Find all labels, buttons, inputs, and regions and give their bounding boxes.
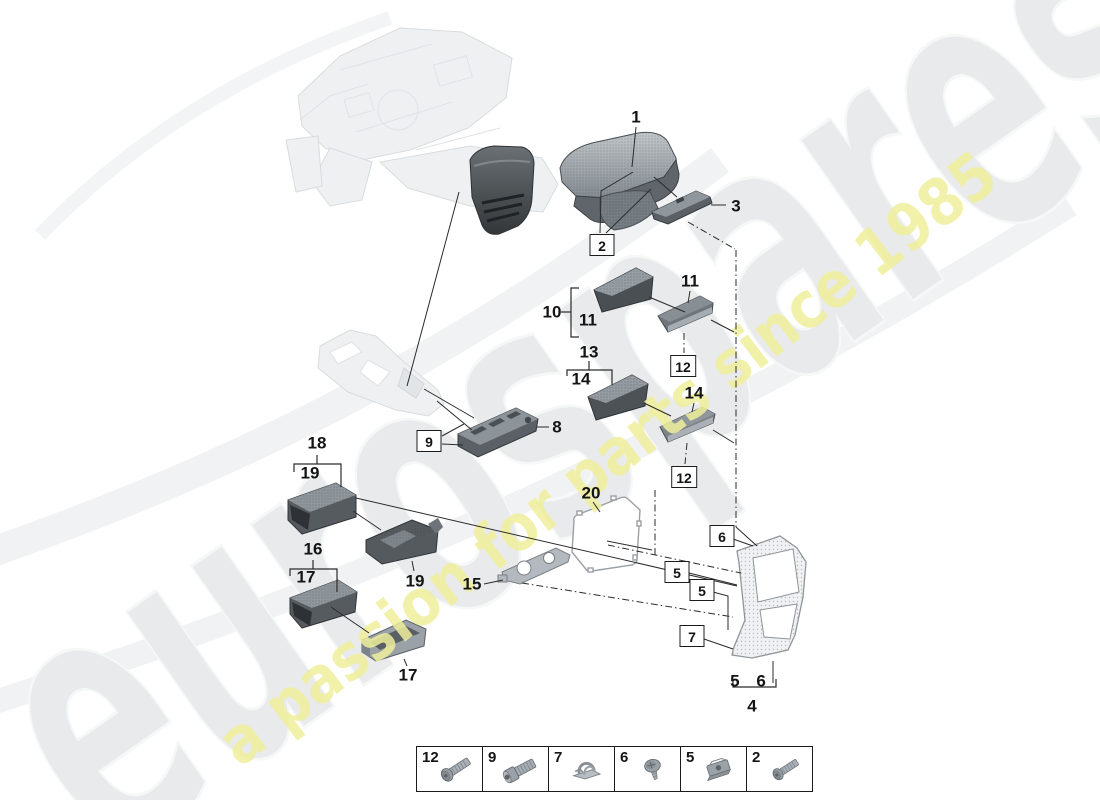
legend-number: 2 [752, 749, 761, 766]
callout-19-center: 19 [405, 571, 425, 591]
part-11-trim-right [657, 295, 714, 333]
legend-cell-9: 9 [483, 747, 549, 791]
boxed-callout-6: 6 [709, 525, 735, 547]
console-rear-vent-part [469, 145, 535, 235]
ghost-dashboard-assembly [285, 27, 559, 213]
group-brackets [289, 287, 777, 688]
legend-number: 5 [686, 749, 695, 766]
callout-8: 8 [552, 417, 562, 437]
part-20-panel [571, 495, 642, 573]
callout-14-right: 14 [684, 383, 704, 403]
parts-layer [287, 131, 807, 662]
callout-4: 4 [747, 696, 757, 716]
ghost-console-carrier [317, 329, 445, 417]
callout-11-left: 11 [579, 310, 597, 330]
legend-cell-7: 7 [549, 747, 615, 791]
cheese-head-screw-icon [440, 757, 471, 782]
boxed-callout-12-upper: 12 [670, 355, 696, 377]
callout-14-left: 14 [571, 369, 591, 389]
part-19-bracket [365, 518, 443, 565]
legend-cell-12: 12 [417, 747, 483, 791]
legend-cell-2: 2 [747, 747, 812, 791]
part-14-strip [659, 406, 716, 443]
callout-19-upper: 19 [300, 463, 320, 483]
callout-13: 13 [579, 342, 599, 362]
legend-number: 7 [554, 749, 563, 766]
part-13-trim [587, 374, 649, 421]
part-19-storage-box [287, 482, 357, 535]
socket-head-bolt-icon [502, 758, 536, 784]
part-16-storage-box [289, 579, 358, 629]
boxed-callout-5-lower: 5 [689, 579, 715, 601]
legend-number: 6 [620, 749, 629, 766]
callout-15: 15 [462, 574, 482, 594]
part-15-bracket-plate [497, 547, 571, 585]
part-3-trim-strip [651, 190, 713, 225]
spring-clip-icon [571, 762, 601, 780]
callout-1: 1 [631, 107, 641, 127]
callout-17-upper: 17 [296, 567, 316, 587]
fastener-legend: 12 9 7 [416, 746, 813, 792]
callout-3: 3 [731, 196, 741, 216]
pan-head-screw-icon [772, 759, 799, 781]
part-4-console-frame [731, 535, 807, 659]
boxed-callout-7: 7 [679, 625, 705, 647]
boxed-callout-2: 2 [589, 234, 615, 256]
countersunk-screw-icon [643, 758, 661, 781]
callout-10: 10 [542, 302, 562, 322]
callout-5-6: 5 6 [730, 671, 772, 691]
callout-20: 20 [581, 483, 601, 503]
legend-number: 12 [422, 749, 439, 766]
part-17-tray [361, 619, 427, 662]
speed-nut-icon [705, 757, 731, 782]
callout-18: 18 [307, 433, 327, 453]
callout-11-right: 11 [681, 271, 699, 291]
legend-cell-6: 6 [615, 747, 681, 791]
part-8-switch-panel [457, 407, 539, 458]
callout-17-lower: 17 [398, 665, 418, 685]
boxed-callout-5-upper: 5 [664, 561, 690, 583]
boxed-callout-12-lower: 12 [671, 466, 697, 488]
legend-cell-5: 5 [681, 747, 747, 791]
legend-number: 9 [488, 749, 497, 766]
boxed-callout-9: 9 [416, 430, 442, 452]
callout-16: 16 [303, 539, 323, 559]
part-11-trim-left [593, 267, 654, 313]
